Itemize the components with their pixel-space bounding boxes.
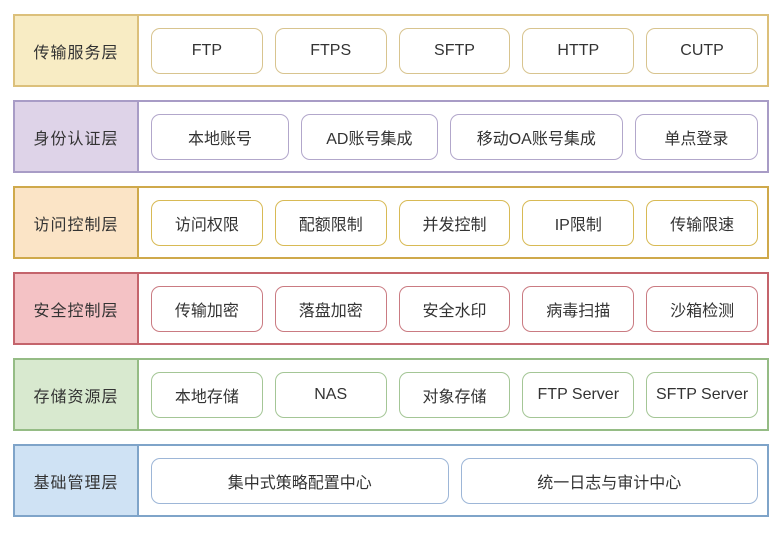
component-box: 安全水印 (398, 285, 511, 332)
component-box: 落盘加密 (274, 285, 387, 332)
component-box: 传输限速 (646, 199, 758, 246)
component-box: FTP (151, 27, 263, 74)
component-box: 访问权限 (151, 199, 263, 246)
component-box: AD账号集成 (300, 113, 438, 160)
component-box: 对象存储 (398, 371, 511, 418)
layer-label: 传输服务层 (15, 16, 139, 85)
component-box: 沙箱检测 (646, 285, 758, 332)
layer-content: 传输加密落盘加密安全水印病毒扫描沙箱检测 (139, 274, 767, 343)
component-box: 本地存储 (151, 371, 263, 418)
component-box: CUTP (646, 27, 758, 74)
layer-label: 访问控制层 (15, 188, 139, 257)
component-box: SFTP Server (646, 371, 758, 418)
component-box: IP限制 (522, 199, 635, 246)
layer-row: 基础管理层 集中式策略配置中心统一日志与审计中心 (13, 444, 769, 517)
component-box: 病毒扫描 (522, 285, 635, 332)
component-box: 单点登录 (634, 113, 758, 160)
component-box: HTTP (522, 27, 635, 74)
component-box: FTPS (274, 27, 387, 74)
component-box: SFTP (398, 27, 511, 74)
component-box: 配额限制 (274, 199, 387, 246)
component-box: 本地账号 (151, 113, 289, 160)
layer-row: 安全控制层 传输加密落盘加密安全水印病毒扫描沙箱检测 (13, 272, 769, 345)
component-box: 统一日志与审计中心 (460, 457, 758, 504)
layer-label: 安全控制层 (15, 274, 139, 343)
component-box: 移动OA账号集成 (449, 113, 623, 160)
layer-label: 存储资源层 (15, 360, 139, 429)
component-box: NAS (274, 371, 387, 418)
layer-label: 身份认证层 (15, 102, 139, 171)
component-box: 并发控制 (398, 199, 511, 246)
layer-label: 基础管理层 (15, 446, 139, 515)
component-box: 集中式策略配置中心 (151, 457, 449, 504)
layer-content: 集中式策略配置中心统一日志与审计中心 (139, 446, 767, 515)
component-box: 传输加密 (151, 285, 263, 332)
component-box: FTP Server (522, 371, 635, 418)
